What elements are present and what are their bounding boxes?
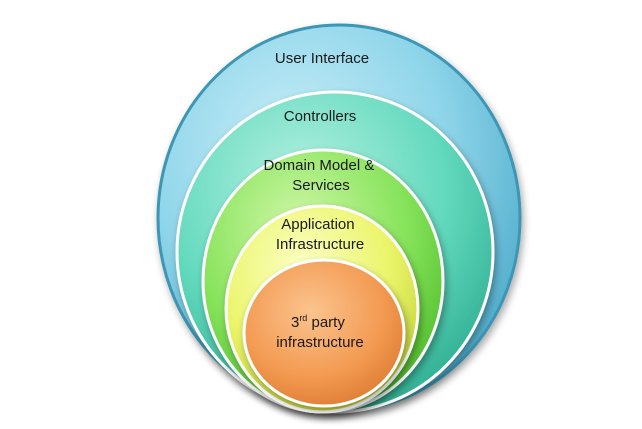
- layer-domain-model-label: Domain Model & Services: [263, 157, 378, 194]
- layer-user-interface-label: User Interface: [275, 50, 369, 67]
- layer-third-party-label: 3rd party infrastructure: [276, 313, 364, 351]
- layer-third-party: [242, 258, 406, 408]
- layer-third-party-shape: [242, 258, 406, 408]
- layer-application-infrastructure-label: Application Infrastructure: [276, 216, 364, 253]
- layer-controllers-label: Controllers: [284, 108, 357, 125]
